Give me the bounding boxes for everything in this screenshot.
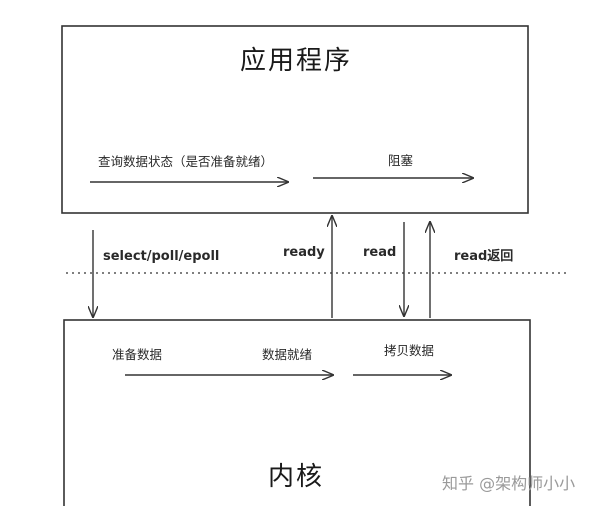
ready-label: ready bbox=[283, 245, 325, 260]
read-label: read bbox=[363, 245, 397, 260]
application-box bbox=[61, 25, 529, 214]
prepare-data-label: 准备数据 bbox=[112, 347, 163, 362]
application-title: 应用程序 bbox=[240, 46, 353, 76]
copy-data-label: 拷贝数据 bbox=[384, 343, 435, 358]
kernel-title: 内核 bbox=[268, 462, 325, 492]
read-return-label: read返回 bbox=[454, 249, 514, 264]
block-label: 阻塞 bbox=[388, 153, 414, 168]
data-ready-label: 数据就绪 bbox=[262, 347, 313, 362]
watermark-text: 知乎 @架构师小小 bbox=[442, 474, 576, 493]
kernel-box bbox=[63, 319, 531, 506]
select-label: select/poll/epoll bbox=[103, 249, 220, 264]
query-label: 查询数据状态（是否准备就绪） bbox=[98, 154, 274, 169]
